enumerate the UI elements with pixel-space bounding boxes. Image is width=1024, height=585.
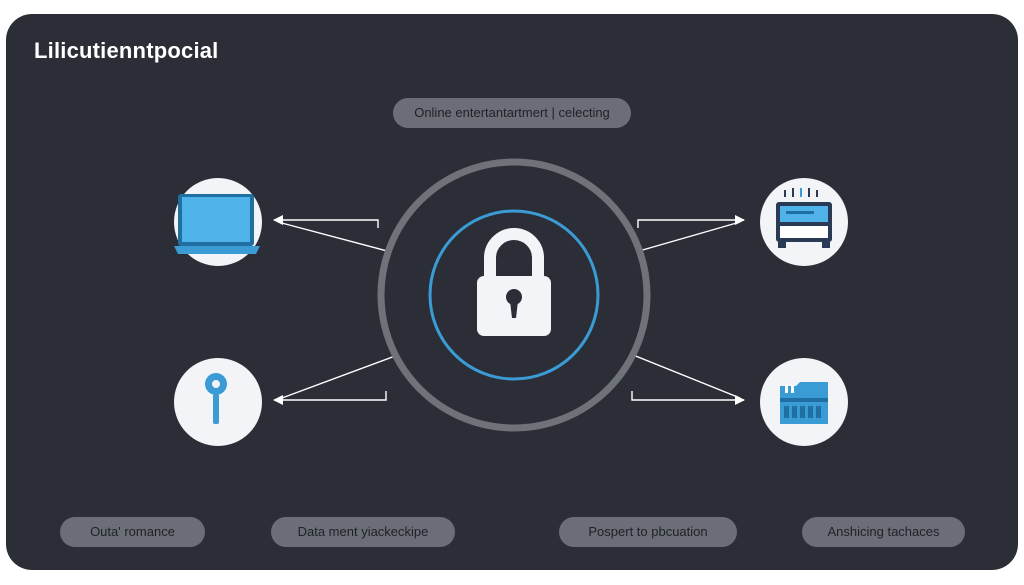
page-title: Lilicutienntpocial: [34, 38, 219, 63]
storage-card-icon: [780, 382, 828, 424]
footer-label-1: Outa' romance: [60, 517, 205, 547]
server-icon: [776, 188, 832, 248]
footer-label-4: Anshicing tachaces: [802, 517, 965, 547]
key-node: [174, 358, 262, 446]
key-icon: [205, 373, 227, 424]
diagram-panel: Lilicutienntpocial Online entertantartme…: [6, 14, 1018, 570]
storage-node: [760, 358, 848, 446]
server-node: [760, 178, 848, 266]
laptop-icon: [174, 194, 260, 254]
padlock-icon: [477, 228, 551, 336]
footer-label-3: Pospert to pbcuation: [559, 517, 737, 547]
center-label-pill: Online entertantartmert | celecting: [393, 98, 631, 128]
diagram-canvas: [273, 158, 745, 432]
laptop-node: [174, 178, 262, 266]
footer-label-2: Data ment yiackeckipe: [271, 517, 455, 547]
